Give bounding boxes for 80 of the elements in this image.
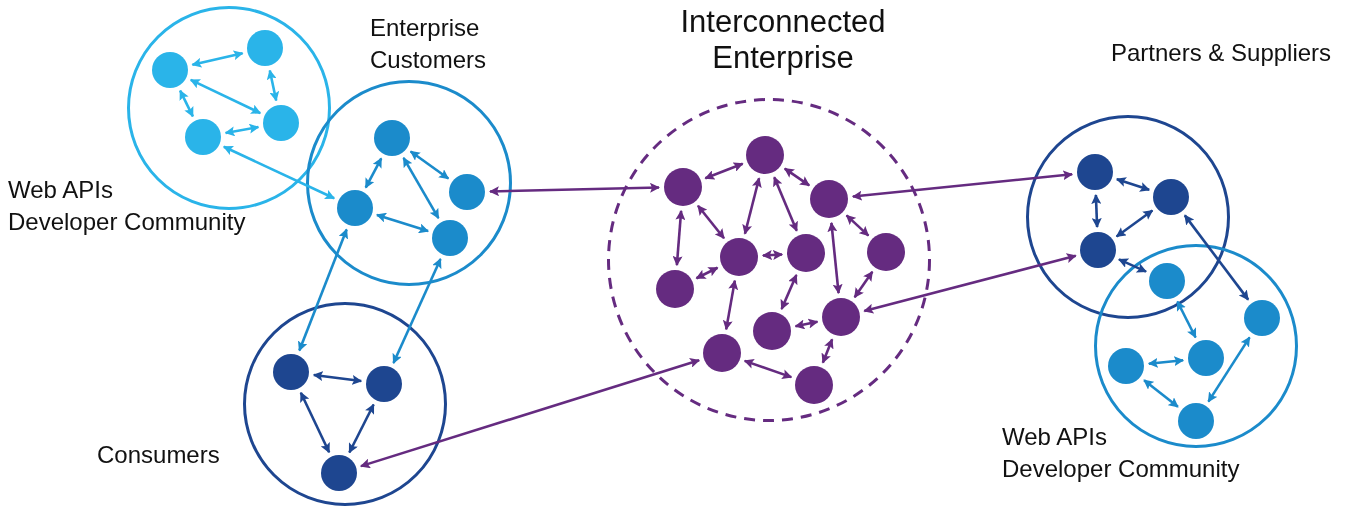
network-node: [703, 334, 741, 372]
network-node: [273, 354, 309, 390]
group-label: Partners & Suppliers: [1111, 38, 1332, 68]
double-arrow: [489, 182, 660, 197]
double-arrow: [222, 145, 336, 200]
double-arrow: [761, 250, 784, 260]
network-node: [746, 136, 784, 174]
network-node: [1153, 179, 1189, 215]
double-arrow: [773, 176, 798, 232]
double-arrow: [780, 274, 798, 310]
double-arrow: [1143, 379, 1179, 408]
double-arrow: [1115, 177, 1151, 192]
double-arrow: [695, 266, 719, 280]
network-node: [720, 238, 758, 276]
network-node: [152, 52, 188, 88]
network-node: [247, 30, 283, 66]
double-arrow: [794, 318, 819, 330]
double-arrow: [821, 338, 834, 364]
double-arrow: [409, 150, 450, 180]
double-arrow: [1147, 356, 1185, 368]
group-label: Web APIs Developer Community: [8, 175, 246, 237]
network-node: [753, 312, 791, 350]
double-arrow: [1091, 194, 1102, 228]
double-arrow: [1115, 209, 1154, 238]
double-arrow: [1183, 214, 1250, 301]
double-arrow: [722, 279, 739, 331]
double-arrow: [1176, 300, 1197, 339]
network-node: [321, 455, 357, 491]
double-arrow: [364, 157, 383, 189]
double-arrow: [851, 170, 1074, 201]
double-arrow: [298, 228, 348, 352]
network-node: [185, 119, 221, 155]
network-node: [1108, 348, 1144, 384]
group-label: Consumers: [97, 440, 220, 470]
double-arrow: [1118, 258, 1147, 273]
double-arrow: [191, 50, 244, 68]
network-node: [432, 220, 468, 256]
group-label: Interconnected Enterprise: [679, 4, 887, 76]
double-arrow: [189, 78, 262, 115]
double-arrow: [827, 221, 843, 295]
double-arrow: [863, 253, 1077, 314]
double-arrow: [845, 214, 870, 237]
double-arrow: [299, 391, 331, 454]
double-arrow: [402, 157, 440, 219]
double-arrow: [743, 359, 793, 379]
network-node: [366, 366, 402, 402]
group-label: Enterprise Customers: [370, 13, 487, 75]
double-arrow: [672, 209, 686, 267]
double-arrow: [783, 167, 811, 187]
double-arrow: [348, 403, 375, 454]
network-node: [1149, 263, 1185, 299]
double-arrow: [1207, 336, 1251, 403]
network-node: [664, 168, 702, 206]
network-node: [822, 298, 860, 336]
network-node: [656, 270, 694, 308]
double-arrow: [360, 358, 701, 469]
double-arrow: [704, 162, 744, 180]
network-node: [787, 234, 825, 272]
network-node: [1080, 232, 1116, 268]
double-arrow: [179, 89, 194, 118]
network-node: [337, 190, 373, 226]
network-node: [810, 180, 848, 218]
double-arrow: [392, 258, 442, 364]
network-node: [795, 366, 833, 404]
network-node: [1178, 403, 1214, 439]
double-arrow: [742, 177, 762, 235]
network-node: [449, 174, 485, 210]
network-node: [1077, 154, 1113, 190]
double-arrow: [853, 270, 874, 299]
network-node: [374, 120, 410, 156]
double-arrow: [376, 212, 429, 234]
double-arrow: [266, 69, 280, 102]
network-node: [1244, 300, 1280, 336]
double-arrow: [312, 371, 363, 385]
network-node: [867, 233, 905, 271]
double-arrow: [224, 123, 260, 137]
network-node: [263, 105, 299, 141]
network-node: [1188, 340, 1224, 376]
double-arrow: [696, 204, 726, 240]
group-label: Web APIs Developer Community: [1002, 422, 1240, 484]
